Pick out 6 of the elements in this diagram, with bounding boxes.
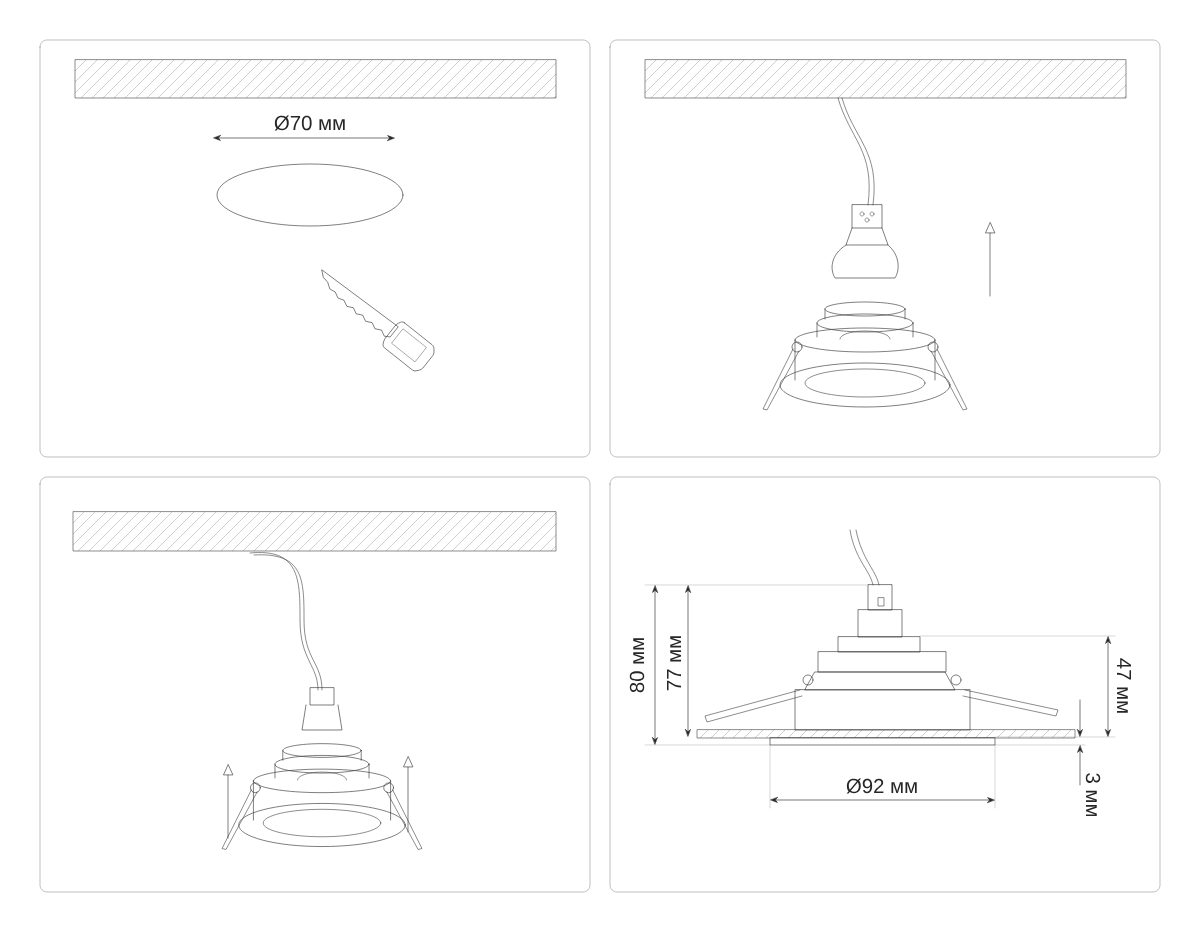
dimension-label: 47 мм — [1117, 658, 1131, 713]
dimension-label: Ø92 мм — [846, 778, 917, 794]
dimension-label: 77 мм — [667, 636, 681, 691]
dimension-label: 80 мм — [629, 638, 645, 693]
dimension-label: Ø70 мм — [274, 115, 345, 131]
dimension-label: 3 мм — [1085, 773, 1101, 817]
